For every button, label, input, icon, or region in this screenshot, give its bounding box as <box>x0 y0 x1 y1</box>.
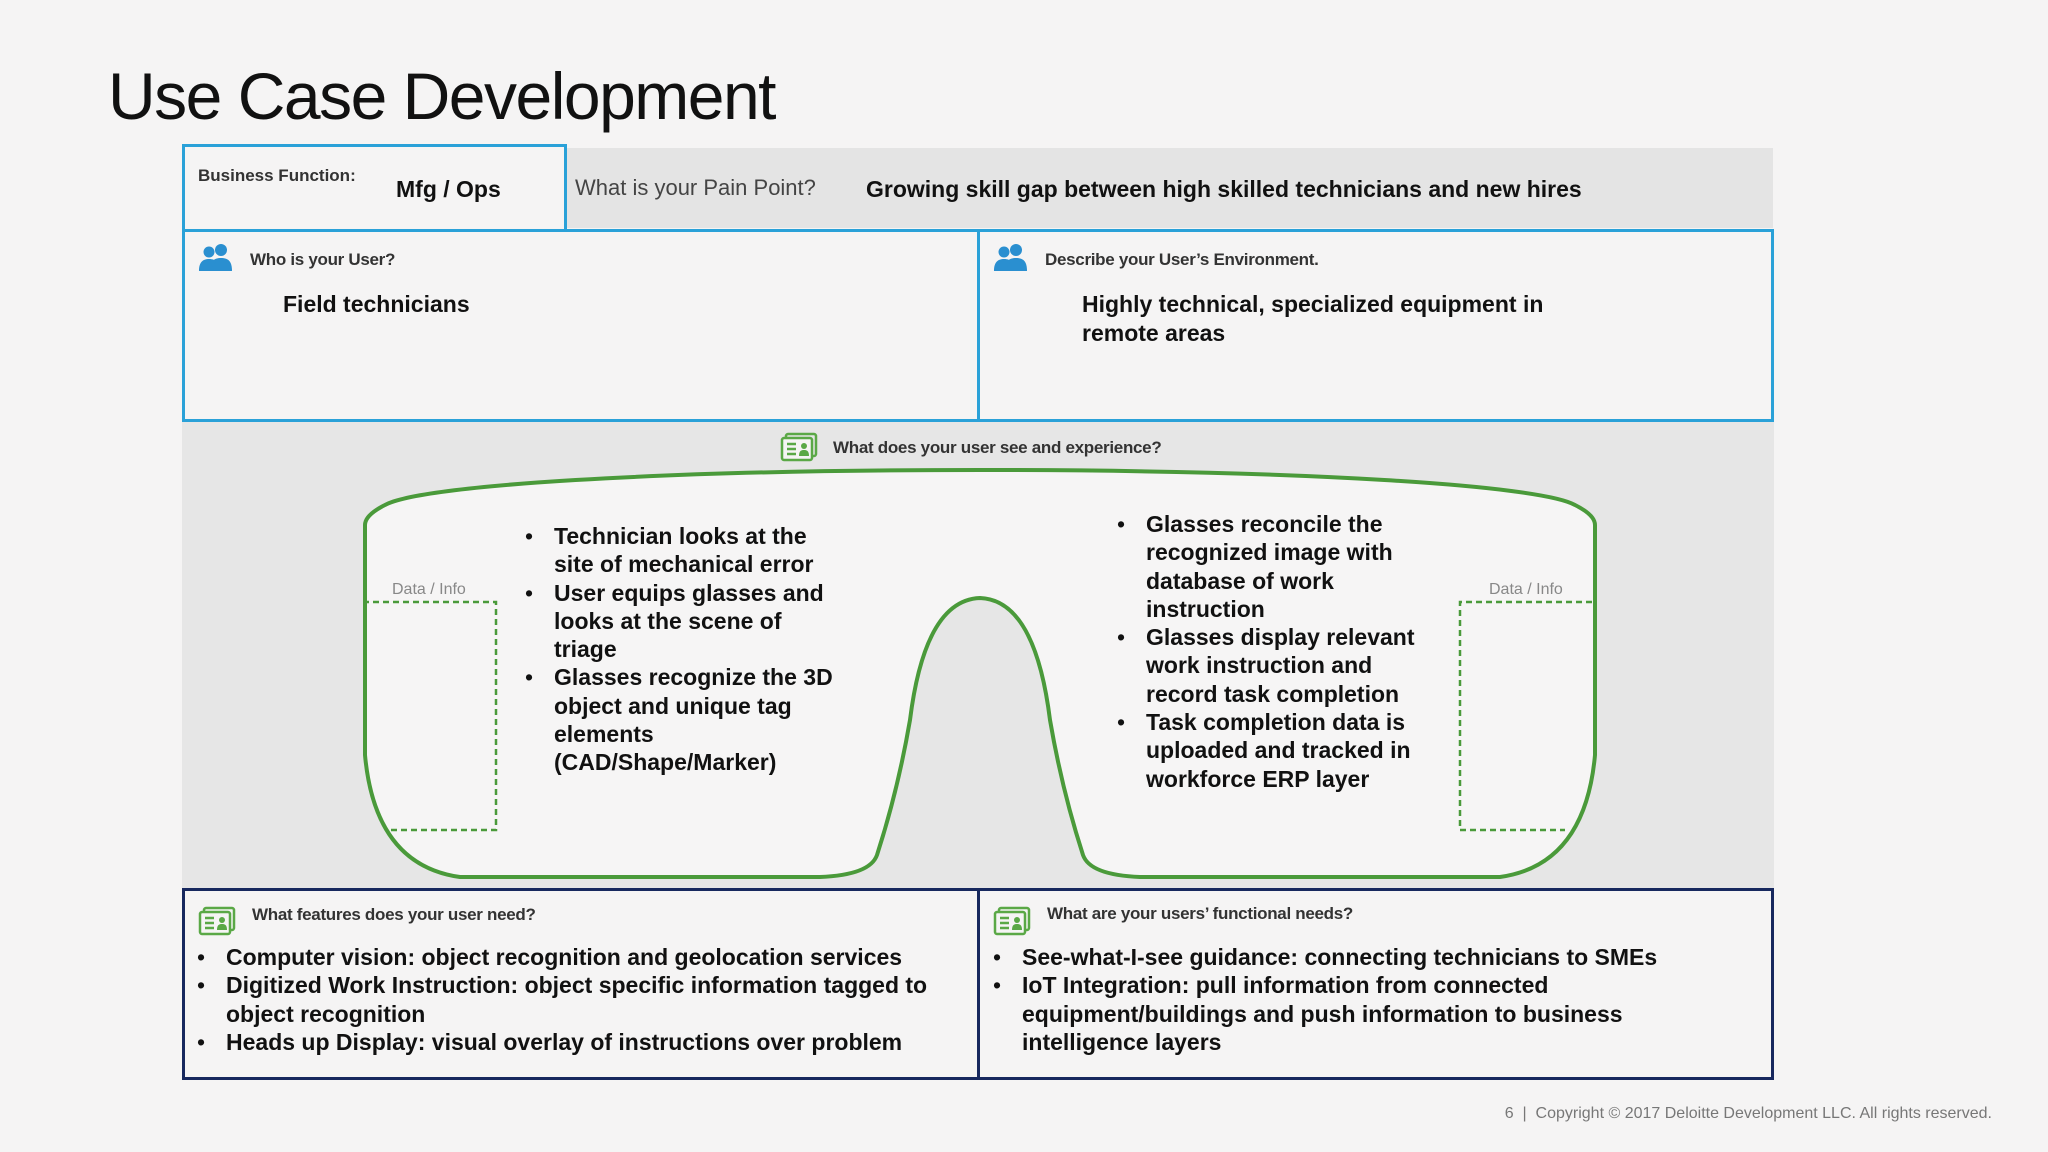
pain-point-label: What is your Pain Point? <box>575 175 816 200</box>
experience-right-list: Glasses reconcile the recognized image w… <box>1117 510 1447 793</box>
users-icon <box>199 244 232 271</box>
environment-value-line: Highly technical, specialized equipment … <box>1082 291 1544 317</box>
user-value: Field technicians <box>283 291 470 317</box>
business-function-label: Business Function: <box>198 166 356 185</box>
business-function-box <box>182 144 567 232</box>
data-info-left-label: Data / Info <box>392 581 466 598</box>
list-item: IoT Integration: pull information from c… <box>993 971 1768 1056</box>
list-item: Computer vision: object recognition and … <box>197 943 977 972</box>
list-item: Digitized Work Instruction: object speci… <box>197 971 977 1028</box>
pain-point-box <box>567 148 1773 228</box>
experience-left-list: Technician looks at the site of mechanic… <box>525 522 865 777</box>
environment-value-line: remote areas <box>1082 320 1226 346</box>
pain-point-value: Growing skill gap between high skilled t… <box>866 176 1582 202</box>
slide-title: Use Case Development <box>108 59 777 133</box>
environment-box <box>977 229 1774 422</box>
list-item: See-what-I-see guidance: connecting tech… <box>993 943 1768 972</box>
list-item: Glasses display relevant work instructio… <box>1117 623 1447 708</box>
data-info-left-frame <box>363 600 498 832</box>
functional-needs-label: What are your users’ functional needs? <box>1047 904 1354 923</box>
experience-label: What does your user see and experience? <box>833 438 1162 457</box>
functional-needs-list: See-what-I-see guidance: connecting tech… <box>993 943 1768 1056</box>
list-item: User equips glasses and looks at the sce… <box>525 579 865 664</box>
id-card-icon <box>993 906 1031 936</box>
id-card-icon <box>780 432 818 462</box>
list-item: Glasses reconcile the recognized image w… <box>1117 510 1447 623</box>
list-item: Technician looks at the site of mechanic… <box>525 522 865 579</box>
features-label: What features does your user need? <box>252 905 536 924</box>
id-card-icon <box>198 906 236 936</box>
environment-label: Describe your User’s Environment. <box>1045 250 1319 269</box>
features-list: Computer vision: object recognition and … <box>197 943 977 1056</box>
footer-copyright: 6 | Copyright © 2017 Deloitte Developmen… <box>1504 1105 1992 1122</box>
business-function-value: Mfg / Ops <box>396 176 501 202</box>
user-label: Who is your User? <box>250 250 396 269</box>
list-item: Task completion data is uploaded and tra… <box>1117 708 1447 793</box>
list-item: Heads up Display: visual overlay of inst… <box>197 1028 977 1057</box>
data-info-right-frame <box>1458 600 1592 832</box>
list-item: Glasses recognize the 3D object and uniq… <box>525 663 865 776</box>
data-info-right-label: Data / Info <box>1489 581 1563 598</box>
environment-value: Highly technical, specialized equipment … <box>1082 290 1543 348</box>
users-icon <box>994 244 1027 271</box>
